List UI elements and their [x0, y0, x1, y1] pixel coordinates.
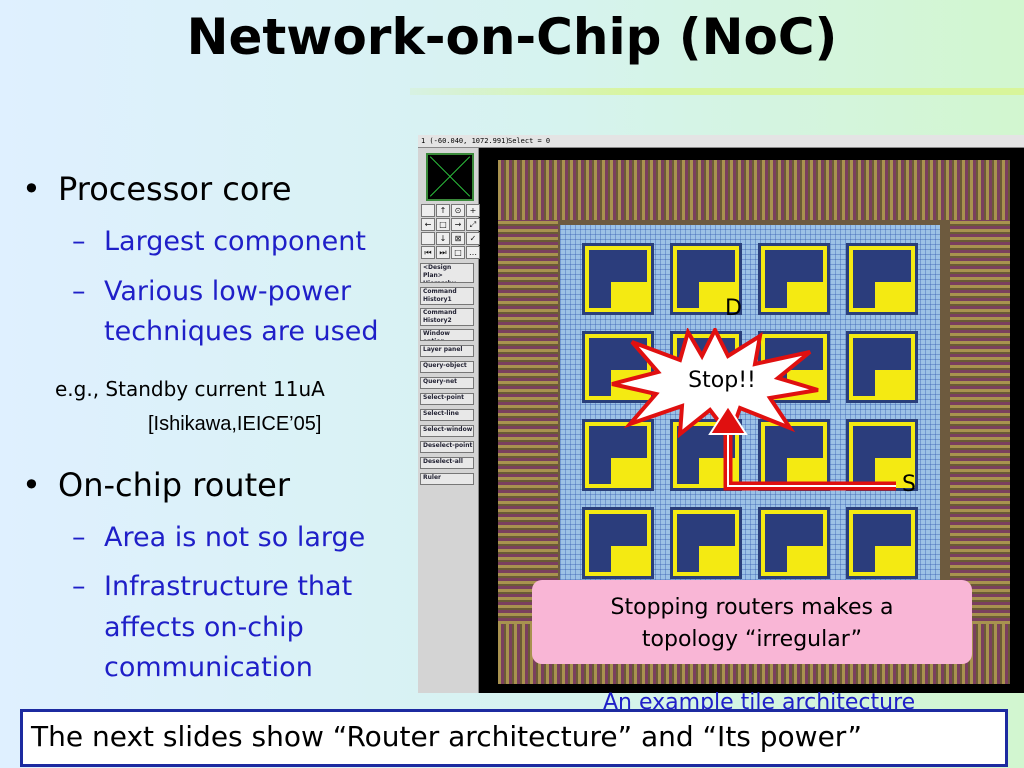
select-window-button[interactable]: Select-window: [420, 425, 474, 437]
bullet-processor-core: • Processor core: [22, 170, 292, 208]
io-pad-ring-left: [498, 220, 558, 624]
router-region: [787, 546, 827, 576]
dash: –: [72, 276, 86, 307]
query-object-button[interactable]: Query-object: [420, 361, 474, 373]
citation: [Ishikawa,IEICE’05]: [148, 413, 322, 435]
bullet-text: On-chip router: [58, 466, 290, 504]
bullet-text: Processor core: [58, 170, 292, 208]
router-region: [875, 282, 915, 312]
icon-row: ↑ ⊙ +: [421, 204, 480, 217]
sub-bullet: – Largest component: [72, 222, 366, 262]
example-note: e.g., Standby current 11uA: [55, 377, 325, 401]
title-underline: [410, 88, 1024, 95]
router-tile: [582, 419, 654, 491]
router-region: [611, 282, 651, 312]
blank-icon[interactable]: [421, 232, 435, 245]
target-icon[interactable]: ⊙: [451, 204, 465, 217]
router-tile: [670, 243, 742, 315]
command-history2-button[interactable]: Command History2: [420, 308, 474, 326]
router-region: [787, 282, 827, 312]
stop-label: Stop!!: [688, 368, 756, 393]
callout-line: Stopping routers makes a: [610, 595, 894, 620]
rewind-icon[interactable]: ⏮: [421, 246, 435, 259]
router-tile: [582, 243, 654, 315]
sub-bullet-continuation: techniques are used: [104, 316, 379, 347]
command-history1-button[interactable]: Command History1: [420, 287, 474, 305]
callout-box: Stopping routers makes a topology “irreg…: [532, 580, 972, 664]
tool-sidebar: ↑ ⊙ + ← □ → ⤢ ↓ ⊠ ✓ ⏮ ⏭ □ … <Design Plan…: [418, 148, 480, 693]
up-arrow-icon[interactable]: ↑: [436, 204, 450, 217]
sub-bullet-text: Largest component: [104, 226, 366, 257]
router-region: [699, 282, 739, 312]
router-tile: [846, 419, 918, 491]
bullet-dot: •: [22, 170, 41, 208]
icon-row: ↓ ⊠ ✓: [421, 232, 480, 245]
io-pad-ring-right: [950, 220, 1010, 624]
layer-panel-button[interactable]: Layer panel: [420, 345, 474, 357]
check-icon[interactable]: ✓: [466, 232, 480, 245]
layout-canvas: [480, 148, 1024, 693]
sub-bullet: – Infrastructure that: [72, 567, 353, 607]
sub-bullet: – Area is not so large: [72, 518, 366, 558]
select-point-button[interactable]: Select-point: [420, 393, 474, 405]
ruler-button[interactable]: Ruler: [420, 473, 474, 485]
dash: –: [72, 571, 86, 602]
route-arrow-icon: [708, 404, 896, 491]
overview-thumbnail: [426, 153, 474, 201]
right-arrow-icon[interactable]: →: [451, 218, 465, 231]
sub-bullet-continuation: affects on-chip: [104, 612, 304, 643]
footer-box: The next slides show “Router architectur…: [20, 709, 1008, 767]
router-region: [611, 546, 651, 576]
blank-icon[interactable]: [421, 204, 435, 217]
router-tile: [582, 507, 654, 579]
dash: –: [72, 226, 86, 257]
layout-tool-screenshot: 1 (-60.040, 1072.991) Select = 0 ↑ ⊙ + ←…: [418, 135, 1024, 693]
stop-burst-icon: [611, 328, 819, 438]
router-region: [875, 370, 915, 400]
bullet-dot: •: [22, 466, 41, 504]
router-tile: [758, 507, 830, 579]
query-net-button[interactable]: Query-net: [420, 377, 474, 389]
fit-icon[interactable]: ⤢: [466, 218, 480, 231]
select-line-button[interactable]: Select-line: [420, 409, 474, 421]
router-tile: [758, 243, 830, 315]
deselect-point-button[interactable]: Deselect-point: [420, 441, 474, 453]
left-arrow-icon[interactable]: ←: [421, 218, 435, 231]
down-arrow-icon[interactable]: ↓: [436, 232, 450, 245]
source-label: S: [902, 472, 916, 497]
sub-bullet-continuation: communication: [104, 652, 313, 683]
router-tile: [846, 331, 918, 403]
bullet-on-chip-router: • On-chip router: [22, 466, 290, 504]
destination-label: D: [725, 296, 742, 321]
icon-row: ⏮ ⏭ □ …: [421, 246, 480, 259]
plus-icon[interactable]: +: [466, 204, 480, 217]
icon-row: ← □ → ⤢: [421, 218, 480, 231]
square-icon[interactable]: □: [436, 218, 450, 231]
sub-bullet: – Various low-power: [72, 272, 352, 312]
sub-bullet-text: Infrastructure that: [104, 571, 353, 602]
more-icon[interactable]: …: [466, 246, 480, 259]
sub-bullet-text: Area is not so large: [104, 522, 366, 553]
sub-bullet-text: Various low-power: [104, 276, 352, 307]
callout-line: topology “irregular”: [641, 627, 863, 652]
select-count: Select = 0: [508, 137, 551, 145]
hierarchy-browser-button[interactable]: <Design Plan> Hierarchy Browser: [420, 263, 474, 283]
router-region: [875, 546, 915, 576]
io-pad-ring-top: [498, 160, 1010, 220]
cross-box-icon[interactable]: ⊠: [451, 232, 465, 245]
router-region: [699, 546, 739, 576]
window-option-button[interactable]: Window option: [420, 329, 474, 341]
forward-icon[interactable]: ⏭: [436, 246, 450, 259]
router-tile: [670, 507, 742, 579]
deselect-all-button[interactable]: Deselect-all: [420, 457, 474, 469]
router-tile: [846, 507, 918, 579]
coordinate-readout: 1 (-60.040, 1072.991): [421, 137, 510, 145]
slide-title: Network-on-Chip (NoC): [186, 8, 838, 66]
router-region: [611, 458, 651, 488]
tool-status-bar: 1 (-60.040, 1072.991) Select = 0: [418, 135, 1024, 148]
square-icon[interactable]: □: [451, 246, 465, 259]
dash: –: [72, 522, 86, 553]
router-tile: [846, 243, 918, 315]
